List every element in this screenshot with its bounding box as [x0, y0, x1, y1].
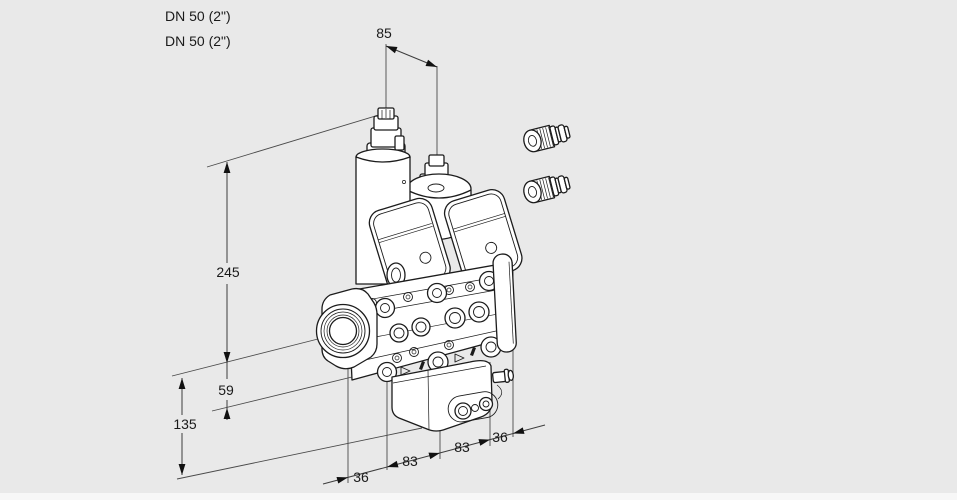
- dim-label-axis-to-body-bottom: 59: [218, 382, 234, 398]
- dim-label-chain-3: 83: [454, 439, 470, 455]
- dim-label-chain-4: 36: [492, 429, 508, 445]
- dimension-245: [223, 162, 231, 363]
- connection-label-1: DN 50 (2"): [165, 8, 231, 24]
- flow-arrow-mark: [400, 366, 411, 376]
- dim-label-axis-to-module-bottom: 135: [173, 416, 197, 432]
- control-module: [391, 360, 499, 432]
- dim-label-chain-2: 83: [402, 453, 418, 469]
- dim-label-overall-height: 245: [216, 264, 240, 280]
- dimension-135: [178, 378, 186, 475]
- outlet-flange: [492, 253, 517, 353]
- dim-label-chain-1: 36: [353, 469, 369, 485]
- dim-label-top-width: 85: [376, 25, 392, 41]
- valve-illustration: [315, 107, 573, 432]
- dimension-59: [223, 363, 231, 420]
- connection-label-2: DN 50 (2"): [165, 33, 231, 49]
- dimension-chain-bottom: [322, 424, 546, 485]
- inlet-flange: [315, 287, 378, 370]
- cable-gland-icon: [523, 124, 571, 153]
- dimension-85: [385, 45, 438, 68]
- page-bottom-strip: [0, 493, 957, 500]
- cable-gland-icon: [520, 171, 573, 206]
- test-nipple: [491, 368, 514, 384]
- flow-arrow-mark: [454, 353, 465, 363]
